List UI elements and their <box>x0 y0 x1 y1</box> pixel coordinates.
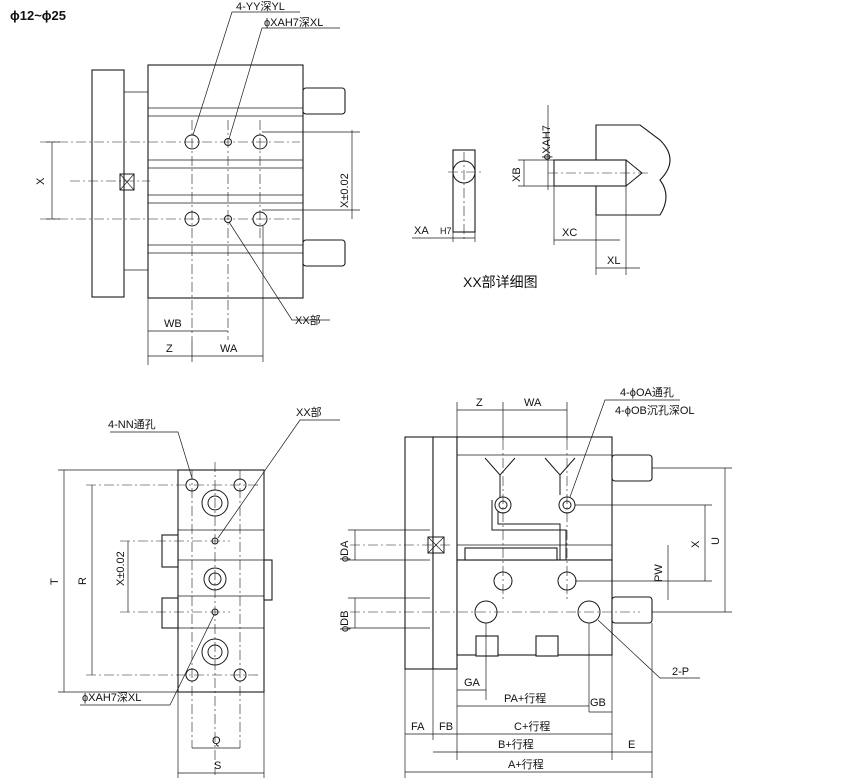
top-xah7-label: ϕXAH7深XL <box>264 16 323 29</box>
q-label: Q <box>212 735 221 747</box>
c-label: C+行程 <box>514 720 550 733</box>
a-label: A+行程 <box>508 758 544 771</box>
wa-label: WA <box>220 343 238 355</box>
xb-label: XB <box>511 167 523 182</box>
r-label: R <box>77 577 89 585</box>
ga-label: GA <box>464 677 481 689</box>
end-x-tol-label: X±0.02 <box>115 551 127 586</box>
h7-label: H7 <box>440 226 452 236</box>
fa-label: FA <box>411 721 425 733</box>
side-view: Z WA 4-ϕOA通孔 4-ϕOB沉孔深OL X U PW ϕDA ϕDB 2… <box>339 386 732 778</box>
end-view: T R X±0.02 Q S 4-NN通孔 XX部 ϕXAH7深XL <box>49 405 340 778</box>
da-label: ϕDA <box>339 540 351 562</box>
z-label: Z <box>166 343 173 355</box>
u-label: U <box>710 537 722 545</box>
t-label: T <box>49 578 61 585</box>
detail-caption: XX部详细图 <box>463 274 538 290</box>
detail-xah7-label: ϕXAH7 <box>541 125 553 160</box>
hex-port <box>119 173 135 191</box>
top-x-label: X <box>35 177 47 185</box>
yy-label: 4-YY深YL <box>236 0 285 13</box>
drawing-title: ϕ12~ϕ25 <box>10 8 66 23</box>
side-z-label: Z <box>476 397 483 409</box>
side-rod-lower <box>611 596 653 624</box>
gb-label: GB <box>590 697 606 709</box>
top-rod-lower <box>302 239 346 267</box>
xa-label: XA <box>414 225 429 237</box>
pw-label: PW <box>653 564 665 582</box>
end-xah7-label: ϕXAH7深XL <box>82 691 141 704</box>
piping <box>491 500 567 560</box>
top-rod-upper <box>302 87 346 115</box>
side-x-label: X <box>690 540 702 548</box>
side-wa-label: WA <box>524 397 542 409</box>
b-label: B+行程 <box>498 738 534 751</box>
top-body <box>147 64 304 299</box>
nn-label: 4-NN通孔 <box>108 418 156 431</box>
pipe-bar <box>464 547 558 561</box>
section-break <box>595 124 671 216</box>
side-rod-upper <box>611 454 653 482</box>
e-label: E <box>628 739 635 751</box>
end-rib-left <box>161 597 179 629</box>
detail-xb: XB ϕXAH7 XC XL XX部详细图 <box>463 105 671 290</box>
top-view: X X±0.02 4-YY深YL ϕXAH7深XL WB Z WA XX部 <box>35 0 360 365</box>
foot <box>475 635 499 657</box>
wb-label: WB <box>164 318 182 330</box>
end-rib-right <box>263 559 273 601</box>
end-xx-label: XX部 <box>296 405 322 419</box>
xc-label: XC <box>562 227 577 239</box>
s-label: S <box>214 760 221 772</box>
end-rib-left <box>161 534 179 568</box>
fb-label: FB <box>439 721 453 733</box>
top-x-tol-label: X±0.02 <box>339 173 351 208</box>
pa-label: PA+行程 <box>504 692 546 705</box>
side-guide-block <box>456 436 613 561</box>
ob-label: 4-ϕOB沉孔深OL <box>615 404 695 417</box>
foot <box>535 635 559 657</box>
top-xx-label: XX部 <box>295 313 321 327</box>
oa-label: 4-ϕOA通孔 <box>620 386 674 399</box>
db-label: ϕDB <box>339 611 351 632</box>
top-plate <box>91 69 125 298</box>
detail-xa: XA H7 <box>412 149 482 242</box>
p-label: 2-P <box>672 666 689 678</box>
xl-label: XL <box>607 255 620 267</box>
piping-inner <box>497 500 561 560</box>
